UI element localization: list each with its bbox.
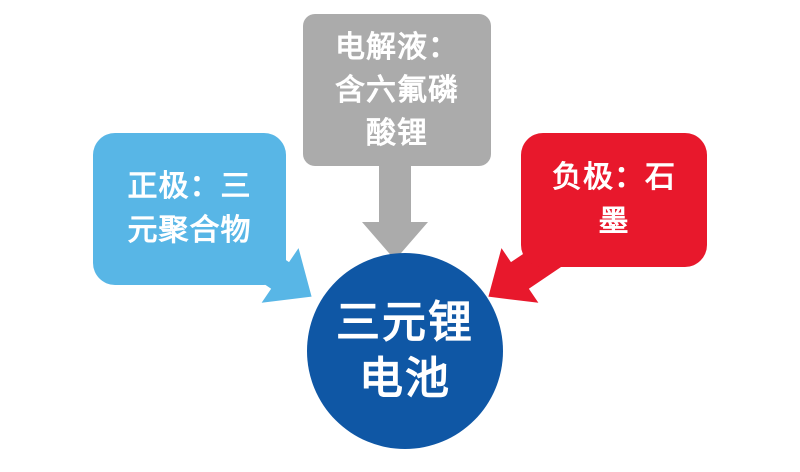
battery-text-line-2: 电池 (359, 354, 451, 403)
electrolyte-text-line-3: 酸锂 (366, 116, 428, 150)
cathode-text-line-1: 正极：三 (127, 170, 252, 203)
cathode-text-line-2: 元聚合物 (127, 214, 252, 247)
electrolyte-text-line-2: 含六氟磷 (335, 73, 459, 107)
anode-box: 负极：石 墨 (521, 133, 707, 267)
battery-circle: 三元锂 电池 (307, 253, 503, 449)
anode-text-line-1: 负极：石 (552, 161, 676, 194)
cathode-box: 正极：三 元聚合物 (93, 133, 286, 285)
electrolyte-box: 电解液： 含六氟磷 酸锂 (303, 14, 491, 166)
electrolyte-text-line-1: 电解液： (335, 30, 459, 64)
anode-text-line-2: 墨 (598, 205, 630, 238)
battery-text-line-1: 三元锂 (336, 298, 474, 347)
electrolyte-arrow (362, 164, 428, 260)
